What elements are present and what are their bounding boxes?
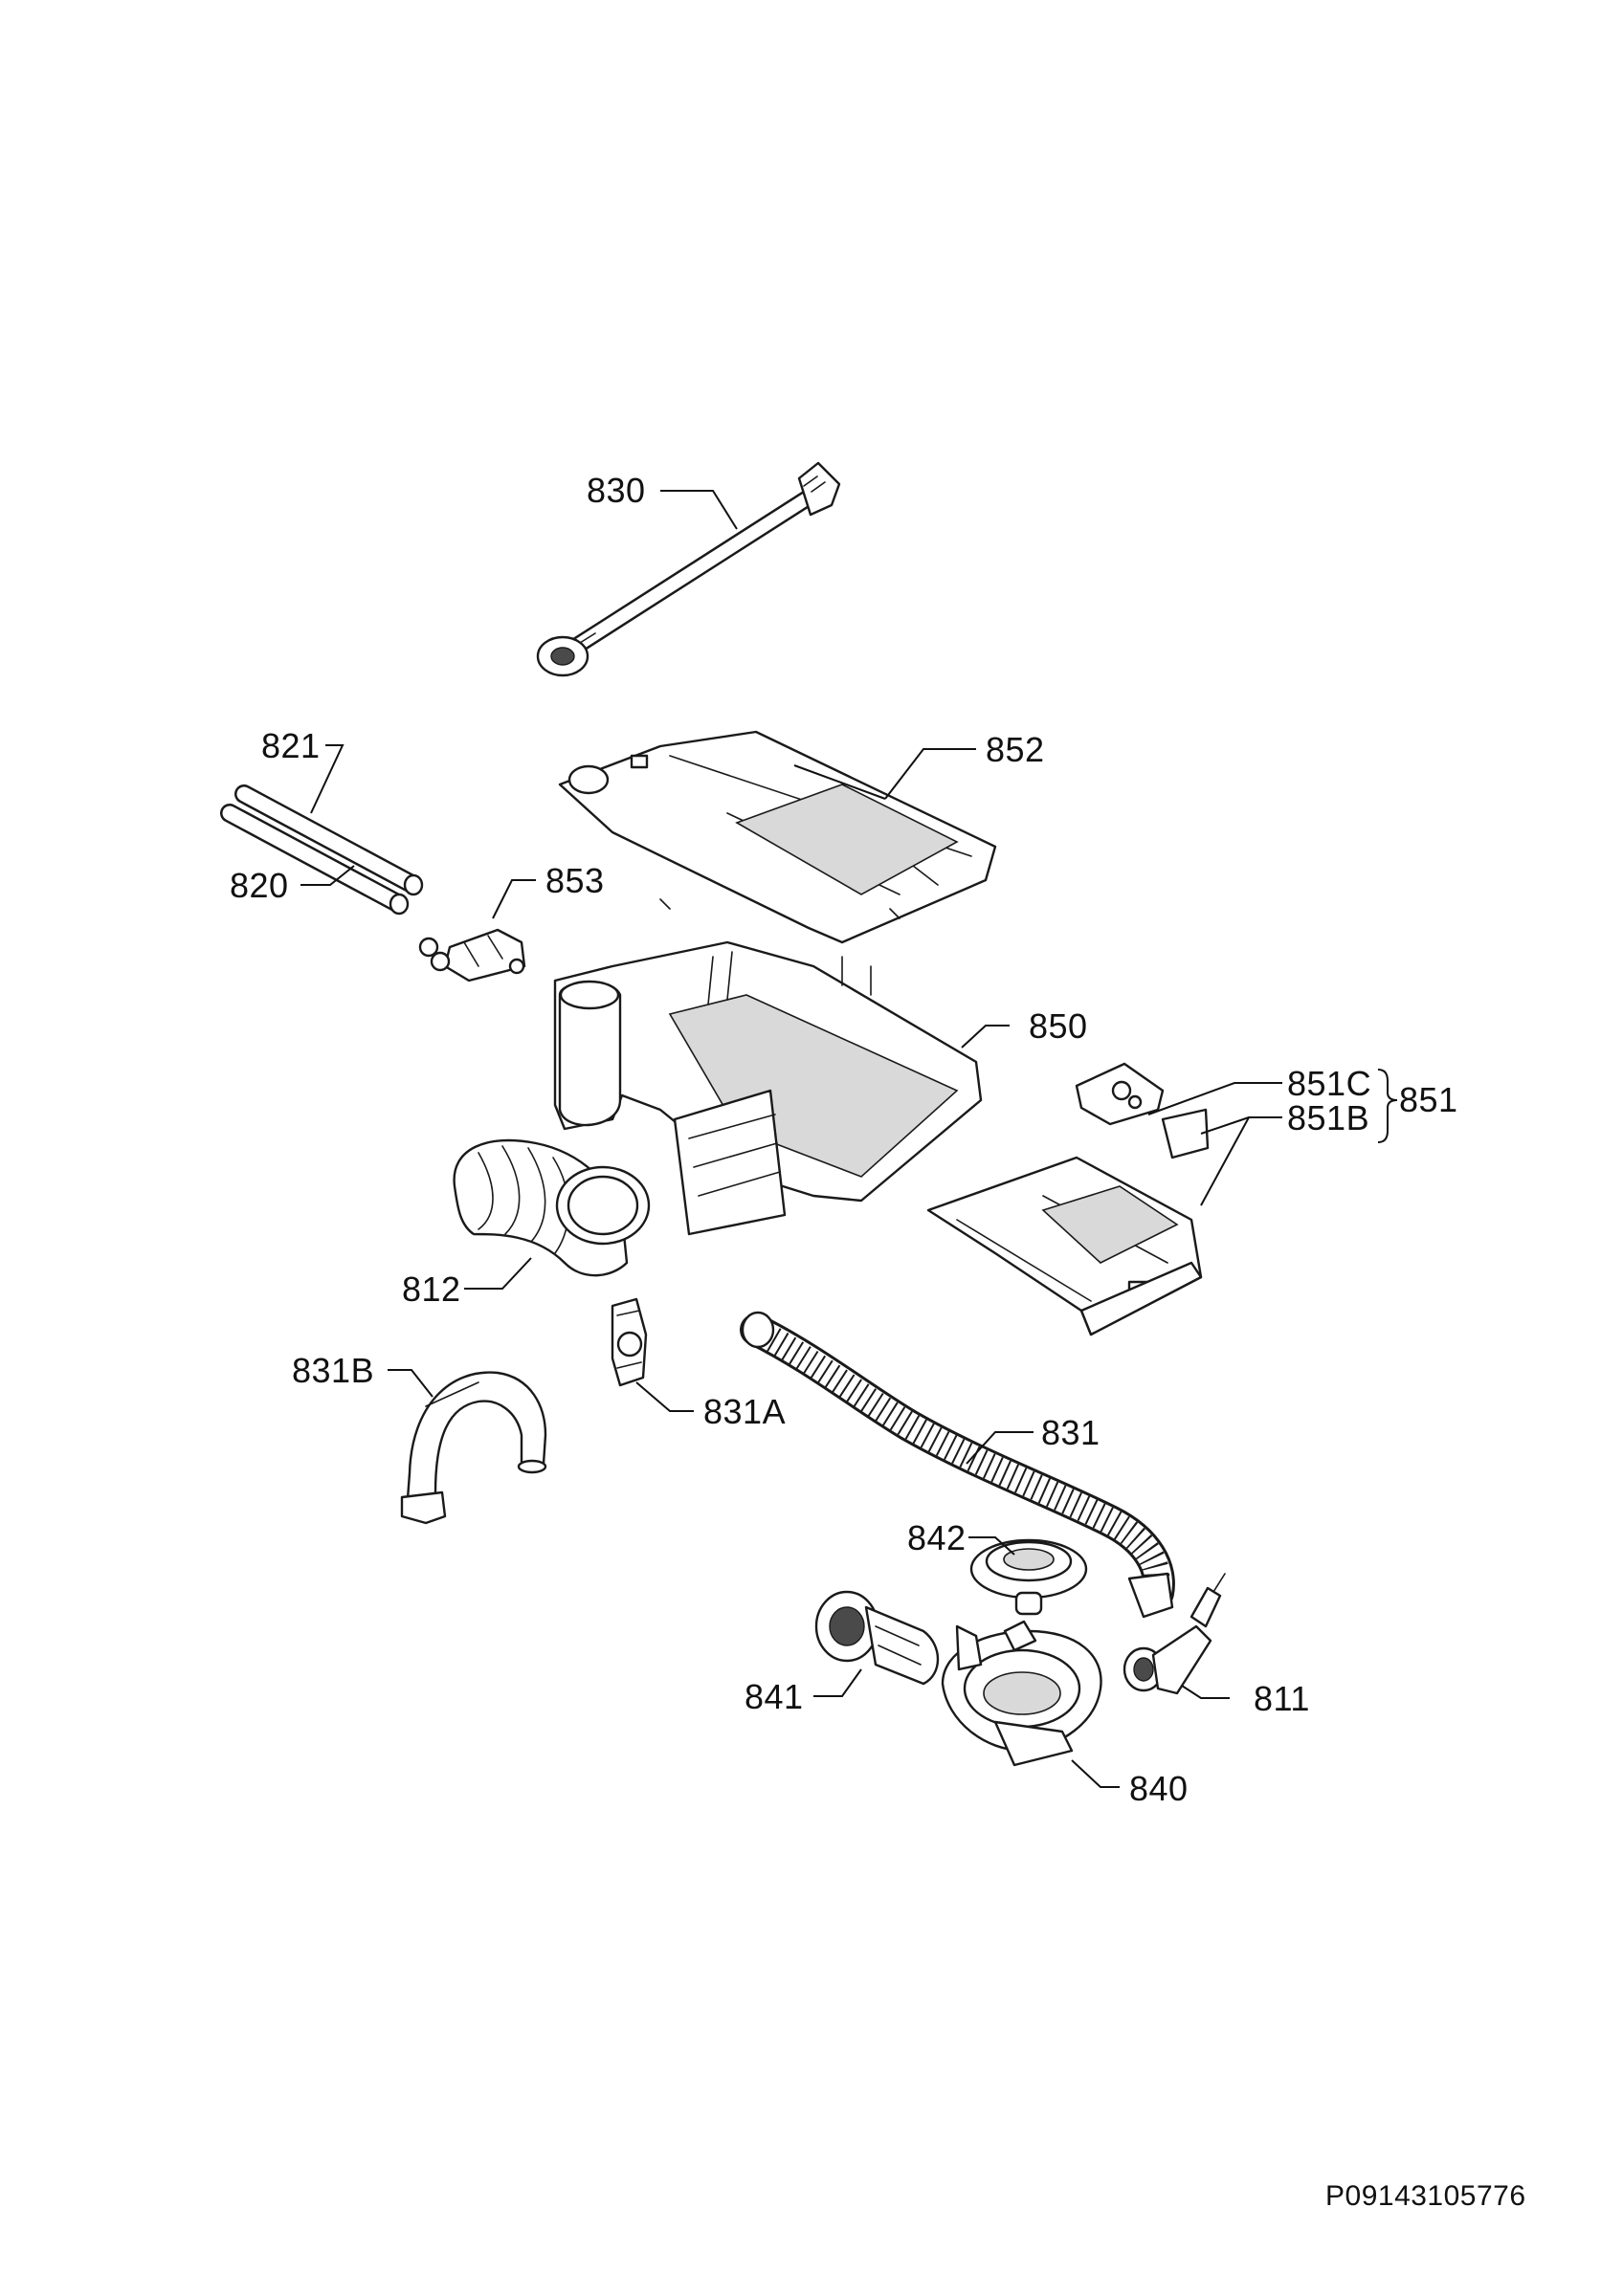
leader-841 xyxy=(813,1668,862,1697)
label-851C: 851C xyxy=(1287,1064,1371,1103)
leader-850 xyxy=(961,1025,1010,1049)
leader-830 xyxy=(660,490,738,530)
leader-820 xyxy=(300,865,355,886)
part-820-821-tubes[interactable] xyxy=(220,784,424,916)
part-811-drain-pump[interactable] xyxy=(1123,1573,1226,1695)
label-853: 853 xyxy=(545,861,605,900)
leader-831 xyxy=(966,1431,1034,1465)
label-841: 841 xyxy=(745,1677,804,1716)
part-831A-hose-clip[interactable] xyxy=(611,1297,648,1387)
label-831: 831 xyxy=(1041,1413,1101,1452)
label-851B: 851B xyxy=(1287,1098,1369,1137)
document-id: P09143105776 xyxy=(1325,2180,1526,2212)
part-831-drain-hose[interactable] xyxy=(740,1311,1175,1619)
leader-821 xyxy=(310,744,345,814)
part-852-dispenser-cover[interactable] xyxy=(558,730,997,944)
part-853-valve[interactable] xyxy=(418,928,526,982)
label-852: 852 xyxy=(986,730,1045,769)
leader-852 xyxy=(793,748,976,800)
leader-853 xyxy=(492,879,536,919)
part-850-dispenser-housing[interactable] xyxy=(553,940,983,1236)
label-830: 830 xyxy=(587,471,646,510)
part-830-inlet-hose[interactable] xyxy=(536,461,841,677)
label-811: 811 xyxy=(1254,1679,1310,1718)
leader-812 xyxy=(464,1257,532,1290)
label-820: 820 xyxy=(230,866,289,905)
leader-831A xyxy=(635,1381,694,1412)
label-850: 850 xyxy=(1029,1006,1088,1046)
part-842-pump-cover[interactable] xyxy=(969,1538,1088,1616)
part-831B-hose-bracket[interactable] xyxy=(400,1371,547,1525)
label-831A: 831A xyxy=(703,1392,786,1431)
leader-851C xyxy=(1147,1082,1282,1115)
label-812: 812 xyxy=(402,1269,461,1309)
leader-842 xyxy=(968,1536,1015,1556)
leader-831B xyxy=(388,1369,434,1398)
part-841-filter[interactable] xyxy=(814,1590,940,1686)
part-851-detergent-drawer[interactable] xyxy=(926,1156,1203,1336)
label-851: 851 xyxy=(1399,1080,1458,1119)
part-851B-drawer-clip[interactable] xyxy=(1161,1108,1210,1159)
label-821: 821 xyxy=(261,726,321,765)
part-812-bellows-hose[interactable] xyxy=(453,1138,651,1277)
label-840: 840 xyxy=(1129,1769,1189,1808)
label-842: 842 xyxy=(907,1518,967,1557)
part-840-pump-housing[interactable] xyxy=(941,1620,1102,1767)
brace-851 xyxy=(1377,1069,1398,1143)
leader-811 xyxy=(1181,1685,1230,1699)
label-831B: 831B xyxy=(292,1351,374,1390)
leader-851B xyxy=(1200,1116,1282,1206)
part-851C-drawer-cap[interactable] xyxy=(1075,1062,1165,1126)
leader-840 xyxy=(1071,1759,1120,1788)
